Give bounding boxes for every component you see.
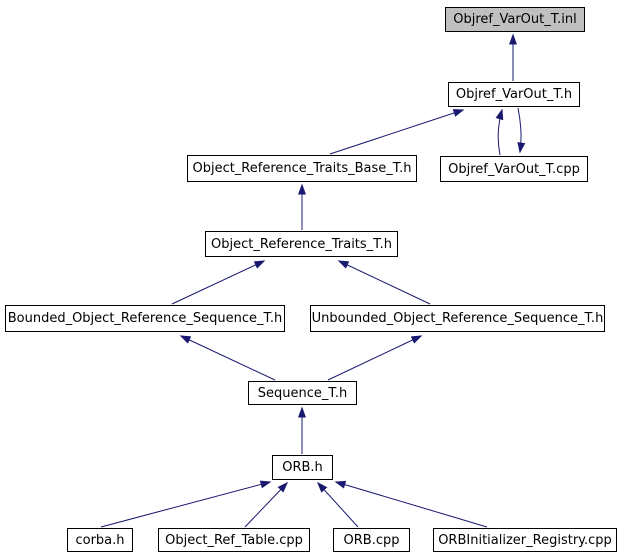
graph-node-object-reference-traits-base-t-h[interactable]: Object_Reference_Traits_Base_T.h xyxy=(187,155,417,182)
graph-node-objref-varout-t-h[interactable]: Objref_VarOut_T.h xyxy=(448,82,580,107)
edge-objref-varout-t-cpp--objref-varout-t-h xyxy=(495,108,504,156)
graph-node-bounded-object-reference-sequence-t-h[interactable]: Bounded_Object_Reference_Sequence_T.h xyxy=(5,305,285,332)
graph-node-objref-varout-t-inl: Objref_VarOut_T.inl xyxy=(445,7,585,32)
graph-node-orb-h[interactable]: ORB.h xyxy=(272,455,333,480)
graph-node-sequence-t-h[interactable]: Sequence_T.h xyxy=(248,381,357,405)
edge-orbinitializer-registry-cpp--orb-h xyxy=(334,480,488,528)
graph-node-object-ref-table-cpp[interactable]: Object_Ref_Table.cpp xyxy=(158,528,310,552)
edge-bounded-object-reference-sequence-t-h--object-reference-traits-t-h xyxy=(171,260,266,305)
edge-sequence-t-h--unbounded-object-reference-sequence-t-h xyxy=(327,335,423,381)
graph-node-orb-cpp[interactable]: ORB.cpp xyxy=(333,528,410,552)
edge-unbounded-object-reference-sequence-t-h--object-reference-traits-t-h xyxy=(337,260,431,305)
graph-node-objref-varout-t-cpp[interactable]: Objref_VarOut_T.cpp xyxy=(440,156,588,182)
graph-node-corba-h[interactable]: corba.h xyxy=(67,528,133,552)
graph-node-unbounded-object-reference-sequence-t-h[interactable]: Unbounded_Object_Reference_Sequence_T.h xyxy=(310,305,605,332)
graph-node-object-reference-traits-t-h[interactable]: Object_Reference_Traits_T.h xyxy=(205,231,398,257)
edge-orb-cpp--orb-h xyxy=(316,481,359,528)
edge-corba-h--orb-h xyxy=(100,480,272,528)
edge-sequence-t-h--bounded-object-reference-sequence-t-h xyxy=(179,335,276,381)
edge-object-ref-table-cpp--orb-h xyxy=(244,481,289,528)
graph-node-orbinitializer-registry-cpp[interactable]: ORBInitializer_Registry.cpp xyxy=(433,528,617,552)
edge-objref-varout-t-h--objref-varout-t-cpp xyxy=(517,107,526,154)
edge-object-reference-traits-base-t-h--objref-varout-t-h xyxy=(329,109,465,155)
